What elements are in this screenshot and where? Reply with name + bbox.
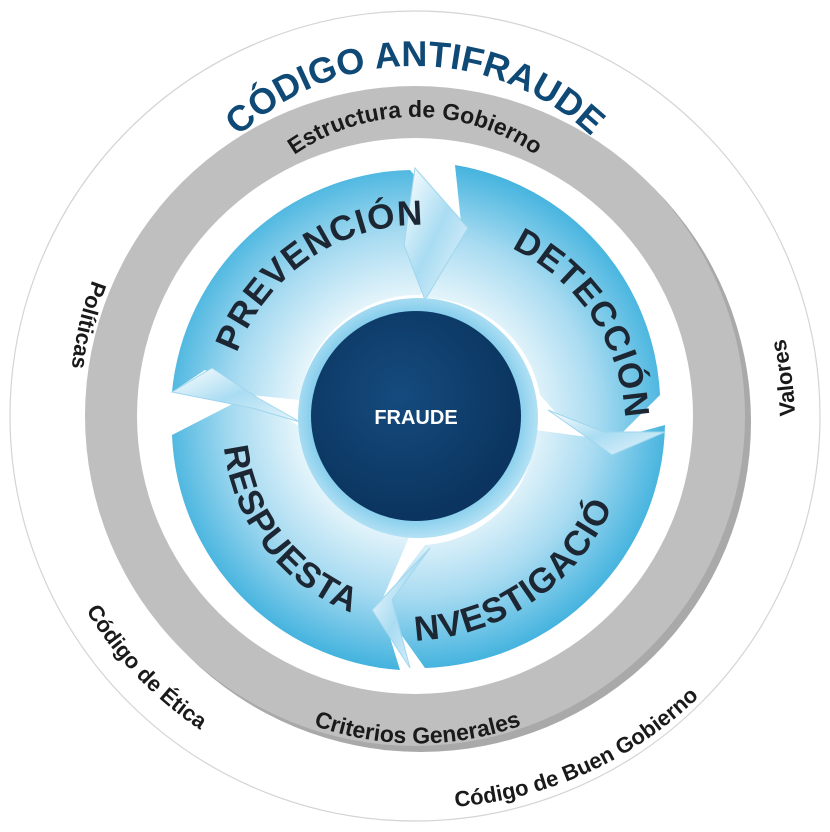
arrow-connector-left (170, 367, 301, 423)
stage-segment-investigacion (380, 425, 665, 668)
outer-circle (9, 10, 821, 822)
stage-segments (172, 165, 665, 670)
outer-label-right: Valores (765, 337, 800, 417)
stage-segment-respuesta (172, 395, 410, 670)
center-circle (311, 311, 521, 521)
arrow-connectors (170, 166, 666, 669)
arrow-connector-bottom (371, 547, 431, 669)
outer-label-right-path: Valores (765, 337, 800, 417)
stage-segment-deteccion (425, 165, 660, 440)
arrow-connector-right (547, 409, 666, 456)
stage-segment-prevencion (172, 170, 462, 400)
center-label: FRAUDE (374, 407, 457, 429)
